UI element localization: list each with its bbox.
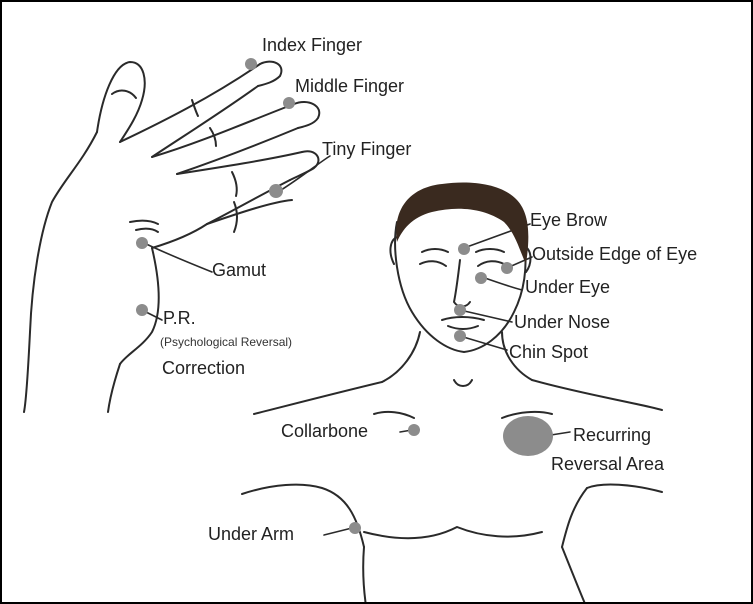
pr-point: [136, 304, 148, 316]
collarbone-label: Collarbone: [281, 421, 368, 441]
pr-label: P.R.: [163, 308, 196, 328]
collarbone-point: [408, 424, 420, 436]
index-finger-label: Index Finger: [262, 35, 362, 55]
under-arm-label: Under Arm: [208, 524, 294, 544]
pr-subtitle-label: (Psychological Reversal): [160, 335, 292, 349]
tiny-finger-point: [269, 184, 283, 198]
outside-edge-of-eye-label: Outside Edge of Eye: [532, 244, 697, 264]
reversal-area-label: Reversal Area: [551, 454, 664, 474]
middle-finger-label: Middle Finger: [295, 76, 404, 96]
under-eye-label: Under Eye: [525, 277, 610, 297]
eye-brow-label: Eye Brow: [530, 210, 607, 230]
under-eye-point: [475, 272, 487, 284]
middle-finger-point: [283, 97, 295, 109]
chin-spot-point: [454, 330, 466, 342]
recurring-reversal-point: [503, 416, 553, 456]
under-nose-point: [454, 304, 466, 316]
recurring-label: Recurring: [573, 425, 651, 445]
under-nose-label: Under Nose: [514, 312, 610, 332]
tapping-points: [136, 58, 553, 534]
gamut-point: [136, 237, 148, 249]
chin-spot-label: Chin Spot: [509, 342, 588, 362]
under-arm-point: [349, 522, 361, 534]
index-finger-point: [245, 58, 257, 70]
gamut-label: Gamut: [212, 260, 266, 280]
eye-brow-point: [458, 243, 470, 255]
pr-correction-label: Correction: [162, 358, 245, 378]
outside-eye-point: [501, 262, 513, 274]
tiny-finger-label: Tiny Finger: [322, 139, 411, 159]
